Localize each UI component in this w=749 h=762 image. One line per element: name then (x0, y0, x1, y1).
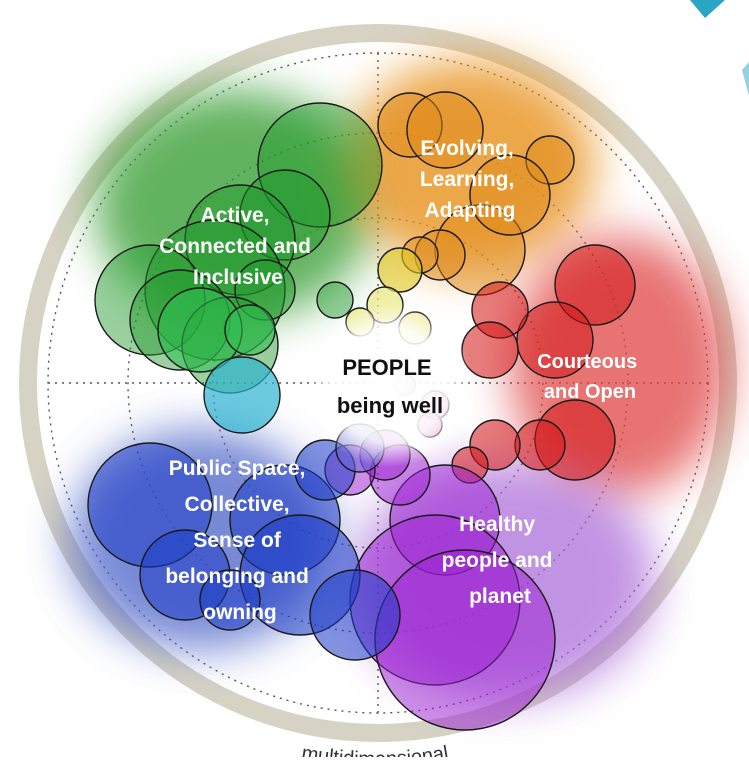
center-title: PEOPLE being well (337, 355, 443, 418)
segment-label-evolving: Evolving, Learning, Adapting (420, 137, 520, 222)
segment-labels: Active, Connected and Inclusive Evolving… (159, 137, 643, 762)
segment-label-courteous: Courteous and Open (537, 351, 643, 403)
segment-label-active: Active, Connected and Inclusive (159, 204, 317, 289)
segment-label-public: Public Space, Collective, Sense of belon… (165, 457, 314, 624)
corner-decoration (742, 62, 749, 96)
ring-label: multidimensional (300, 742, 450, 757)
segment-label-healthy: Healthy people and planet (442, 513, 559, 608)
corner-decoration (690, 0, 725, 18)
bubbles (87, 91, 636, 731)
center-glow (308, 303, 472, 467)
